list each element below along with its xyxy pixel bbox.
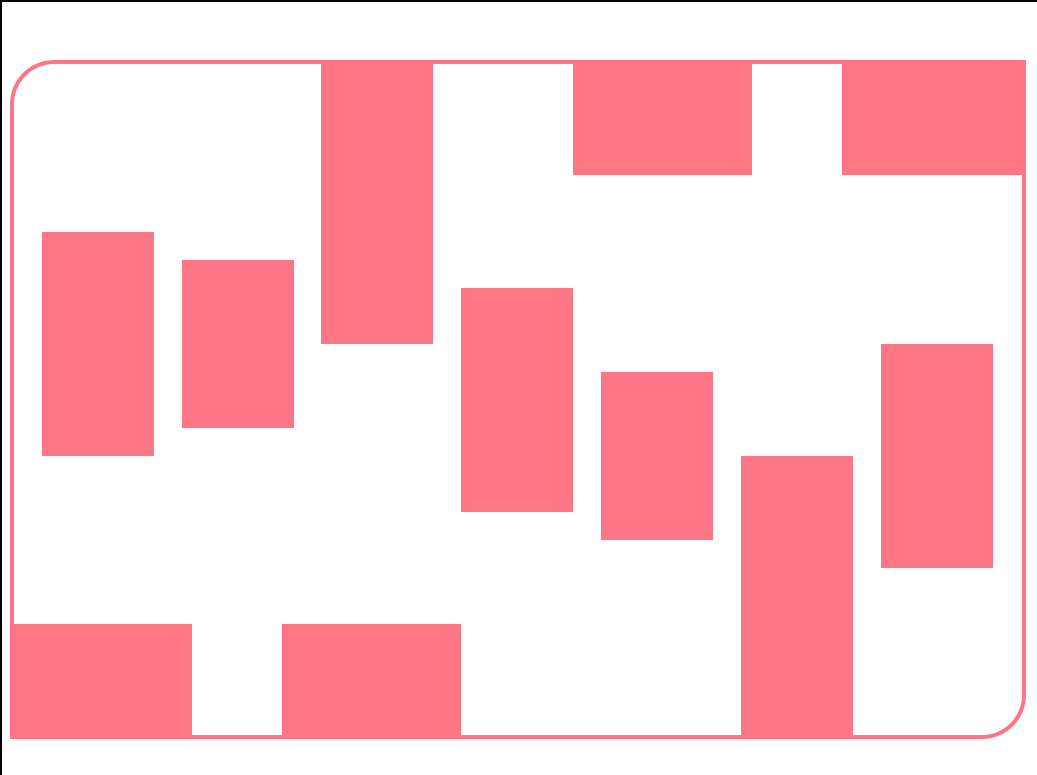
rounded-frame <box>10 60 1026 739</box>
block <box>321 60 433 344</box>
block <box>573 60 752 175</box>
block <box>601 372 713 540</box>
block <box>461 288 573 512</box>
block <box>741 456 853 739</box>
block <box>42 232 154 456</box>
block <box>282 624 461 739</box>
block <box>182 260 294 428</box>
block <box>881 344 993 568</box>
